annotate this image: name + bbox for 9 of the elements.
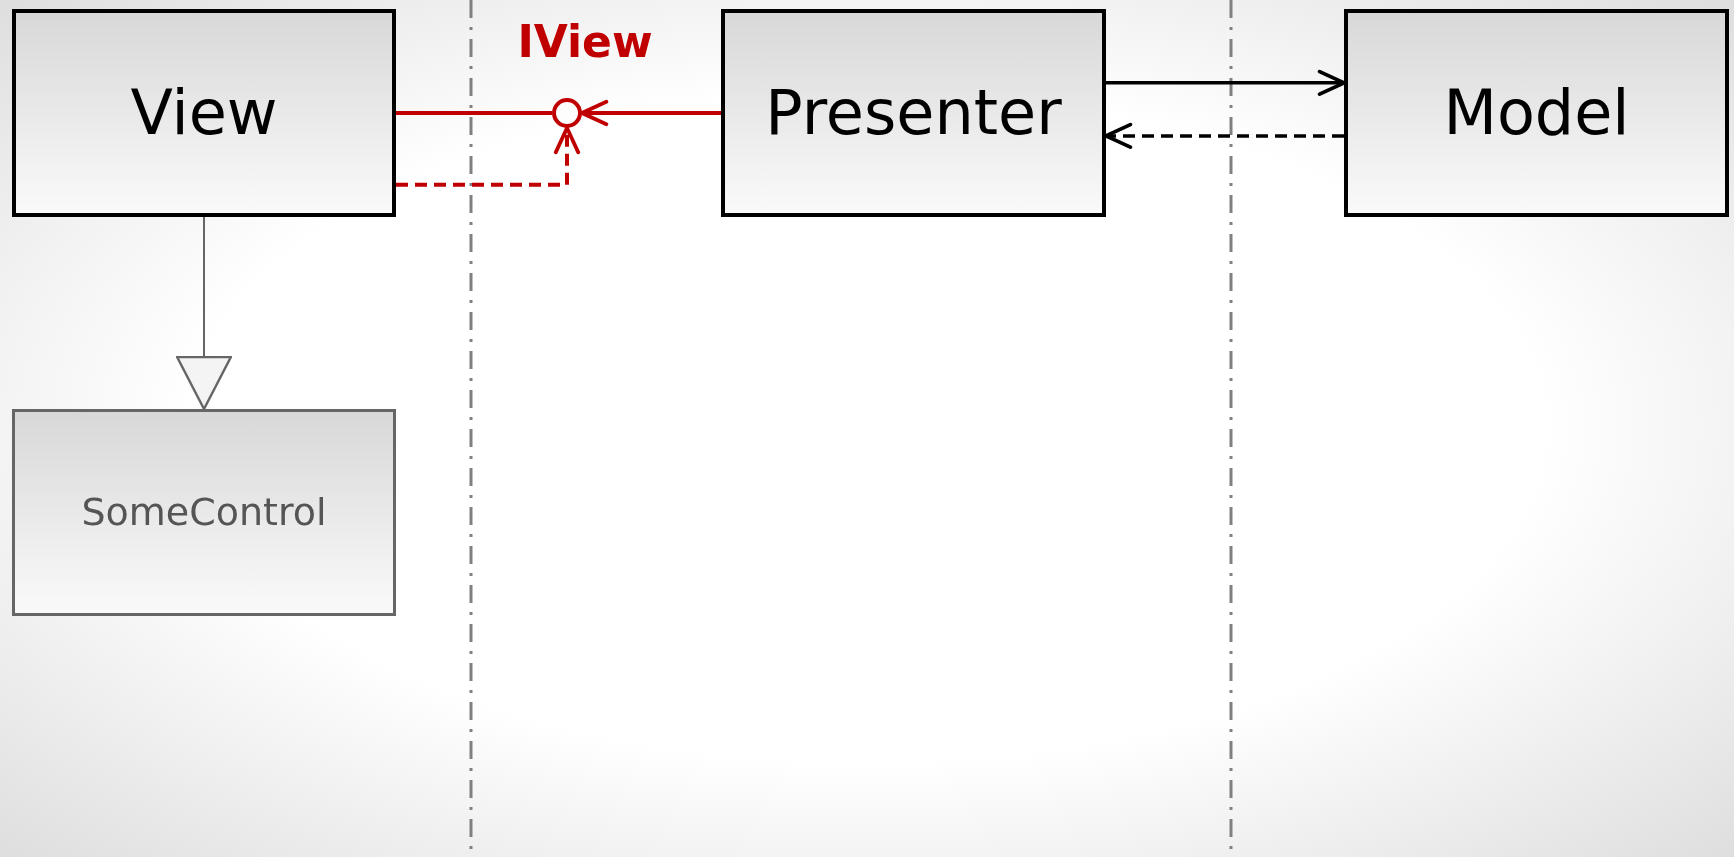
arrow xyxy=(396,126,581,187)
arrow xyxy=(580,99,721,127)
inheritance-arrow xyxy=(175,216,233,411)
arrow xyxy=(1106,69,1346,96)
class-box: View xyxy=(12,9,396,217)
interface-label: IView xyxy=(517,20,653,64)
class-box: SomeControl xyxy=(12,409,396,616)
class-box: Presenter xyxy=(721,9,1106,217)
class-box: Model xyxy=(1344,9,1729,217)
